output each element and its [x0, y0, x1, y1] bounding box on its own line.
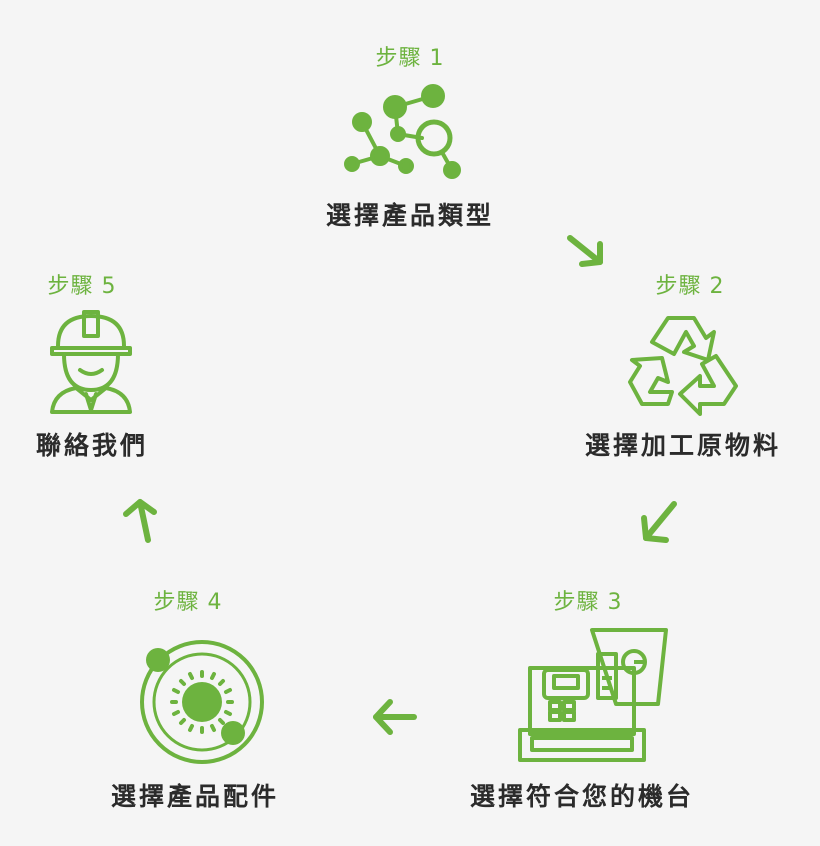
machine-icon: [518, 628, 668, 762]
step-4-title: 選擇產品配件: [110, 782, 280, 811]
step-2-label: 步驟 2: [655, 274, 725, 299]
step-4-label: 步驟 4: [153, 590, 223, 615]
step-5-title: 聯絡我們: [35, 431, 149, 460]
orbit-sun-icon: [140, 640, 264, 764]
step-3-label: 步驟 3: [553, 590, 623, 615]
step-1-label: 步驟 1: [375, 46, 445, 71]
worker-helmet-icon: [50, 310, 132, 414]
arrow-left-icon: [373, 699, 417, 735]
recycle-icon: [628, 316, 738, 416]
step-2-title: 選擇加工原物料: [584, 431, 782, 460]
arrow-down-right-icon: [567, 235, 603, 267]
step-3-title: 選擇符合您的機台: [469, 782, 695, 811]
arrow-up-icon: [123, 499, 157, 543]
step-1-title: 選擇產品類型: [325, 201, 495, 230]
step-5-label: 步驟 5: [47, 274, 117, 299]
arrow-down-left-icon: [641, 501, 677, 543]
molecule-network-icon: [344, 84, 461, 179]
